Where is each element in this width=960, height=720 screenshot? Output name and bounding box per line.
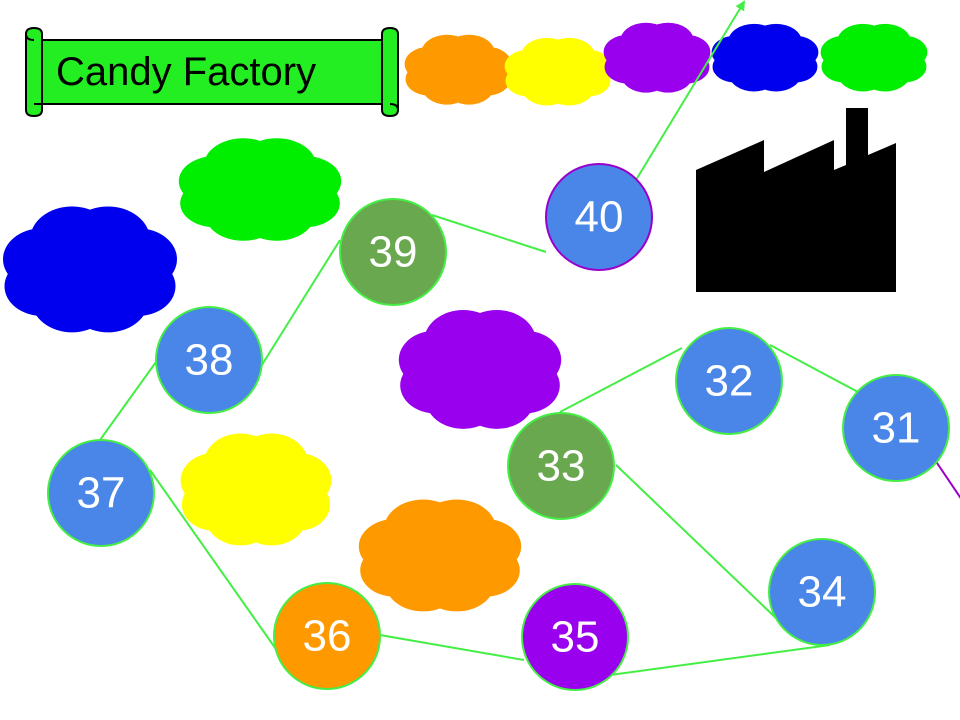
cloud-icon [504,37,612,106]
space-37[interactable]: 37 [47,439,155,547]
space-circle[interactable] [47,439,155,547]
path-segment [431,214,547,253]
top-cloud-row [404,22,928,106]
space-38[interactable]: 38 [155,306,263,414]
space-39[interactable]: 39 [339,198,447,306]
title-banner: Candy Factory [24,26,400,118]
space-35[interactable]: 35 [521,583,629,691]
cloud-icon [3,206,177,333]
space-number: 37 [77,469,126,518]
space-circle[interactable] [507,412,615,520]
space-34[interactable]: 34 [768,538,876,646]
path-segment [379,634,525,661]
space-31[interactable]: 31 [842,374,950,482]
path-segment [99,361,157,441]
space-number: 32 [705,357,754,406]
path-segment [559,347,683,413]
space-circle[interactable] [273,582,381,690]
path-segment [259,239,341,369]
path-spaces: 31 32 33 34 35 36 37 38 39 40 [47,163,950,691]
cloud-icon [711,23,819,92]
space-32[interactable]: 32 [675,327,783,435]
space-number: 39 [369,228,418,277]
space-40[interactable]: 40 [545,163,653,271]
cloud-icon [180,433,332,546]
space-circle[interactable] [521,583,629,691]
cloud-icon [603,22,711,93]
space-36[interactable]: 36 [273,582,381,690]
factory-icon [696,108,896,292]
space-number: 34 [798,568,847,617]
space-33[interactable]: 33 [507,412,615,520]
cloud-icon [358,499,522,612]
space-circle[interactable] [768,538,876,646]
cloud-icon [398,310,562,429]
space-circle[interactable] [339,198,447,306]
path-segment [769,344,859,393]
space-number: 35 [551,613,600,662]
space-number: 38 [185,336,234,385]
space-circle[interactable] [675,327,783,435]
arrow-icon [635,0,746,181]
space-circle[interactable] [155,306,263,414]
space-number: 40 [575,193,624,242]
space-number: 31 [872,404,921,453]
space-number: 36 [303,612,352,661]
path-segment [149,469,279,653]
space-number: 33 [537,442,586,491]
path-segment [615,464,779,621]
page-title: Candy Factory [56,50,316,94]
scroll-banner-icon [24,26,400,118]
path [99,0,960,676]
cloud-icon [820,23,928,92]
path-segment [609,644,831,676]
cloud-icon [404,34,512,105]
exit-path-segment [934,459,960,499]
space-circle[interactable] [842,374,950,482]
space-circle[interactable] [545,163,653,271]
cloud-icon [178,138,342,241]
board-clouds [3,138,562,612]
